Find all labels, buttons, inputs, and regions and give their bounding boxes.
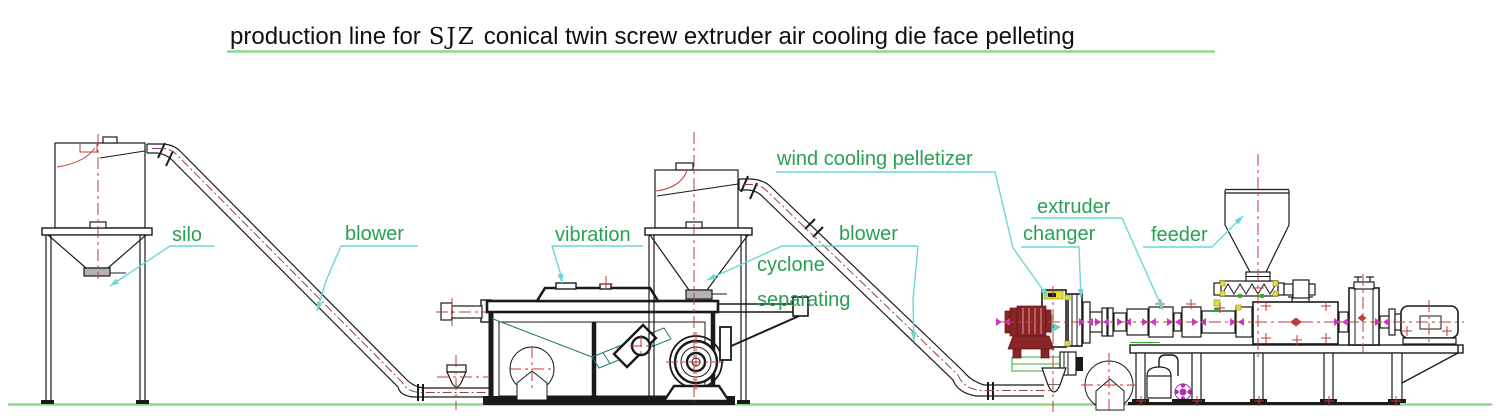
label-vibration: vibration: [555, 224, 631, 246]
label-feeder: feeder: [1151, 224, 1208, 246]
vibration-platform: [534, 286, 661, 303]
vibration-leader: [551, 245, 643, 284]
blower-right-leader: [912, 245, 919, 342]
feeder-motor: [1292, 279, 1310, 299]
label-separating: separating: [757, 289, 850, 311]
label-blower-left: blower: [345, 223, 404, 245]
callout-labels: silo blower vibration cyclone separating…: [172, 148, 1208, 311]
silo-drawing: [41, 136, 153, 404]
label-wind-cooling-pelletizer: wind cooling pelletizer: [776, 148, 973, 170]
label-silo: silo: [172, 224, 202, 246]
label-changer: changer: [1023, 223, 1096, 245]
changer-leader: [1021, 246, 1082, 299]
pellet-outlet: [1041, 367, 1067, 386]
cyclone-funnel: [648, 234, 750, 291]
oil-tank: [1146, 375, 1172, 399]
oil-pump: [1172, 383, 1194, 403]
accent-green-dots: [1214, 294, 1264, 312]
silo-top-vent: [102, 136, 118, 144]
vibration-machine: [440, 282, 809, 405]
cyclone-outlet: [685, 289, 713, 300]
label-cyclone: cyclone: [757, 254, 825, 276]
silo-leader: [109, 245, 214, 287]
cyclone-separator: [644, 162, 753, 404]
label-extruder: extruder: [1037, 196, 1111, 218]
blower-left-leader: [316, 245, 418, 312]
machine-base-rail: [1129, 344, 1464, 354]
label-blower-right: blower: [839, 223, 898, 245]
callout-arrowheads: [110, 216, 1243, 341]
feeder-leader: [1143, 215, 1244, 248]
blower-pipe-right: [738, 175, 1044, 400]
vibration-deck: [485, 299, 720, 314]
pipe-centerlines: [152, 148, 1052, 393]
silo-stand-plate: [41, 227, 153, 236]
callout-lines: [109, 171, 1244, 342]
vibration-base: [483, 396, 735, 405]
extruder-assembly: [996, 188, 1464, 411]
blower-pipe-left: [146, 142, 489, 401]
frame-gusset: [1401, 345, 1459, 384]
extruder-leader: [1031, 217, 1164, 311]
silo-outlet: [83, 267, 111, 277]
cyclone-leader: [706, 245, 918, 281]
feeder-hopper: [1224, 188, 1290, 282]
silo-funnel: [46, 234, 148, 269]
pelletizer-leader: [776, 171, 1049, 298]
